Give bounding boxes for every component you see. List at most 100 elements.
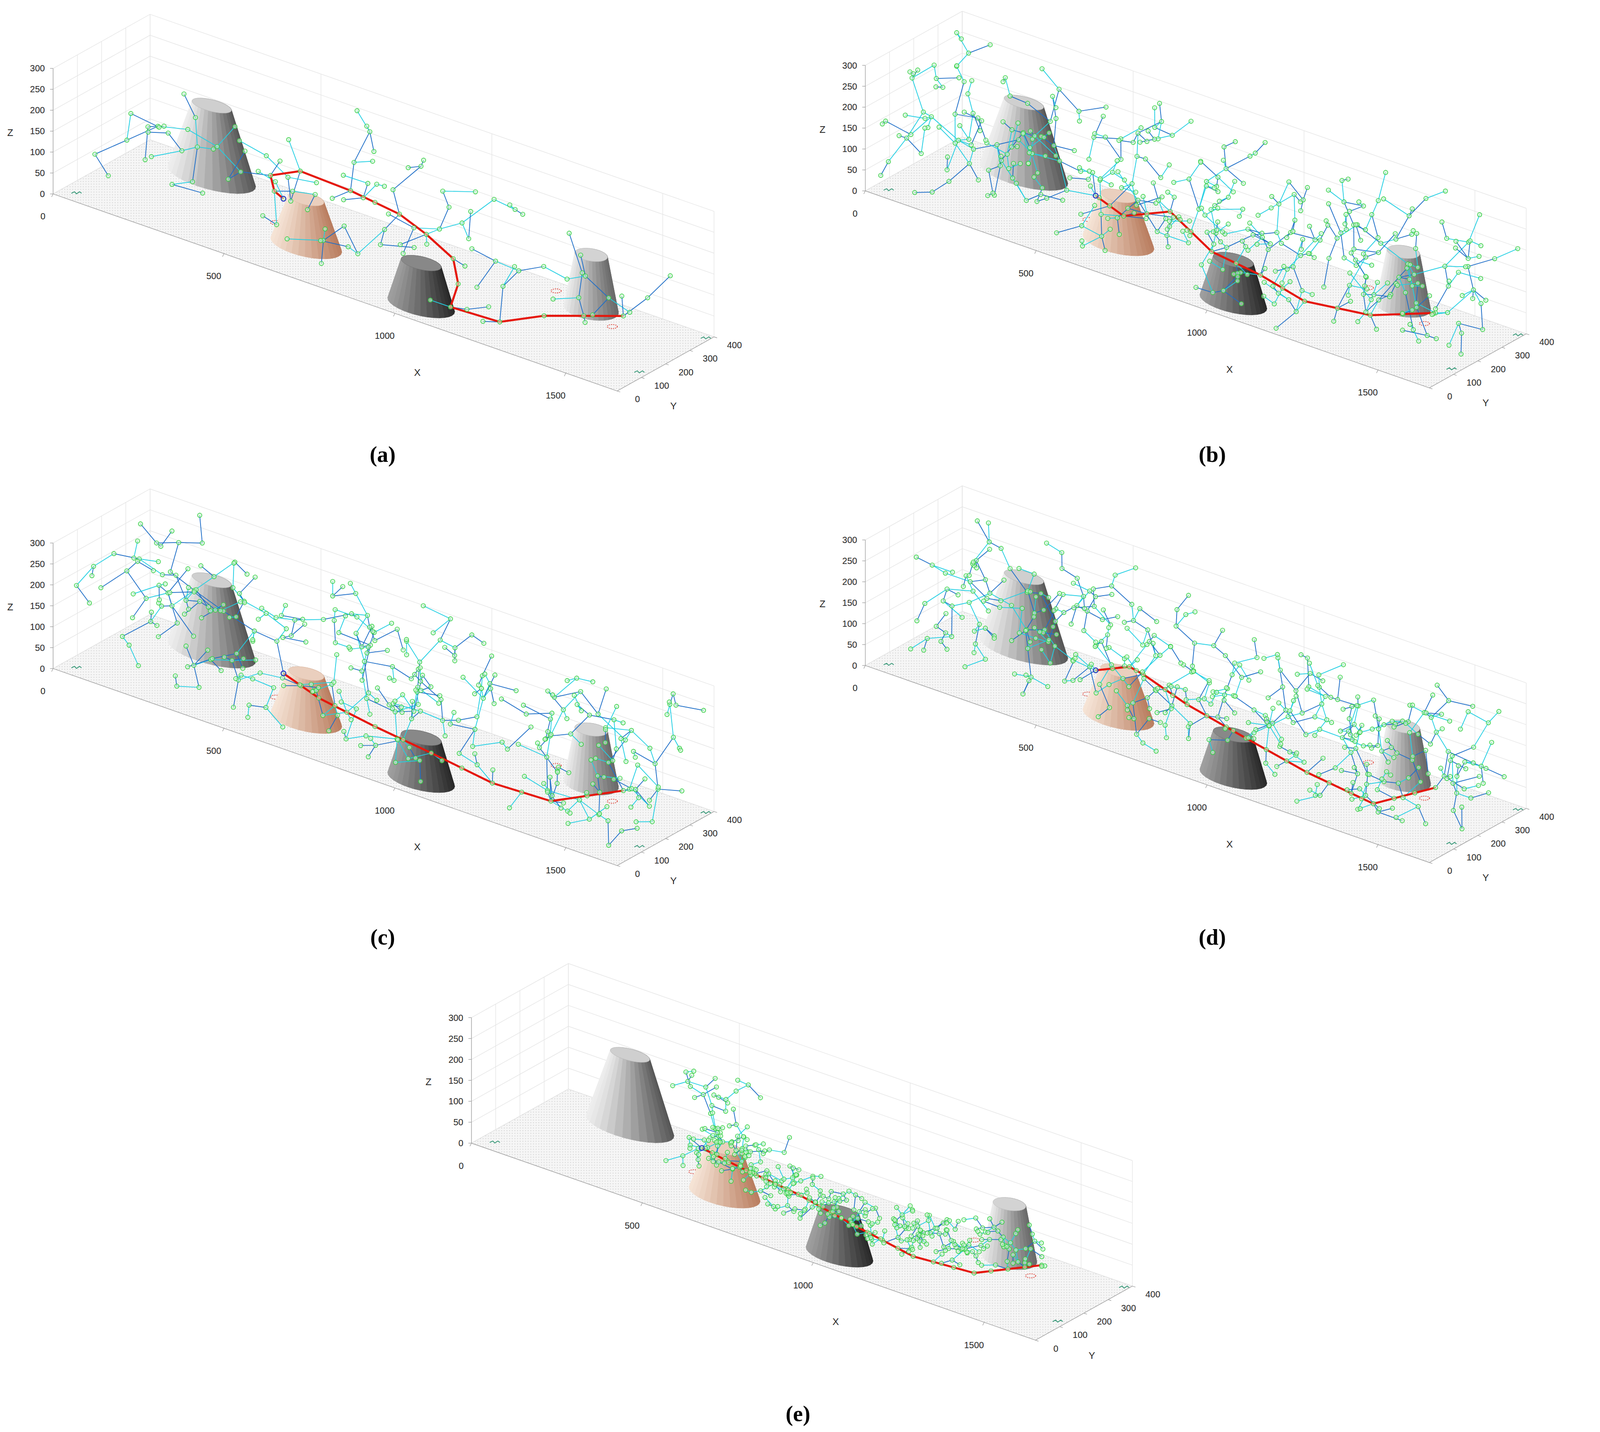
tree-node xyxy=(1001,119,1006,124)
tree-node xyxy=(886,159,891,165)
tree-node xyxy=(366,690,371,695)
tree-node xyxy=(1199,262,1204,267)
tree-node xyxy=(1400,328,1405,333)
tree-node xyxy=(1302,299,1307,304)
tree-node xyxy=(1410,206,1415,212)
tree-node xyxy=(576,295,582,300)
tree-node xyxy=(1378,241,1383,246)
tree-node xyxy=(907,69,913,74)
tree-node xyxy=(1025,101,1030,106)
tick-mark xyxy=(689,350,694,352)
tree-node xyxy=(983,138,989,143)
tree-edge xyxy=(614,719,617,749)
tree-node xyxy=(1116,138,1122,143)
tree-node xyxy=(252,628,257,633)
tree-node xyxy=(318,238,324,243)
tick-mark xyxy=(689,824,694,826)
tree-node xyxy=(1103,135,1108,140)
tree-edge xyxy=(458,716,477,721)
tree-node xyxy=(1028,128,1033,134)
tree-node xyxy=(1326,188,1331,193)
tree-node xyxy=(268,173,273,178)
tree-node xyxy=(1299,246,1304,252)
tree-edge xyxy=(1441,221,1447,239)
tree-node xyxy=(1223,166,1229,171)
tree-node xyxy=(370,159,375,164)
tree-node xyxy=(1420,283,1425,289)
tree-node xyxy=(161,123,167,129)
tree-node xyxy=(1224,245,1229,250)
tree-node xyxy=(970,110,976,116)
tree-node xyxy=(878,173,883,178)
tree-node xyxy=(1339,178,1345,183)
tree-node xyxy=(1064,188,1070,193)
tree-node xyxy=(1215,219,1220,225)
tree-node xyxy=(915,67,920,73)
tree-node xyxy=(1152,136,1157,142)
tree-node xyxy=(1356,199,1362,205)
tree-node xyxy=(1286,297,1292,302)
tree-node xyxy=(912,190,918,195)
tree-node xyxy=(1208,207,1214,212)
tree-node xyxy=(1202,213,1208,218)
tree-node xyxy=(272,188,277,194)
tree-edge xyxy=(1468,266,1474,290)
tree-node xyxy=(418,164,424,169)
tree-node xyxy=(1204,183,1209,189)
tree-node xyxy=(200,190,206,196)
tree-node xyxy=(1038,192,1043,197)
tree-node xyxy=(1121,213,1126,219)
tree-node xyxy=(1326,201,1331,206)
tree-edge xyxy=(1294,194,1296,221)
tree-node xyxy=(353,631,359,636)
tick-mark xyxy=(617,865,621,867)
tree-node xyxy=(1171,215,1176,220)
tree-node xyxy=(274,638,279,644)
tree-edge xyxy=(76,585,90,603)
tree-node xyxy=(966,50,971,56)
tree-node xyxy=(1167,218,1172,224)
tree-node xyxy=(1234,261,1239,266)
tree-node xyxy=(474,284,480,290)
tree-node xyxy=(473,189,478,194)
tree-node xyxy=(1288,279,1293,284)
tree-node xyxy=(1415,265,1420,270)
tree-edge xyxy=(213,562,235,577)
terrain-point-cloud xyxy=(53,614,714,866)
tree-node xyxy=(1024,198,1029,203)
tree-node xyxy=(1144,216,1149,221)
tree-node xyxy=(214,144,220,149)
tree-node xyxy=(352,160,357,165)
tree-edge xyxy=(483,674,495,698)
tree-node xyxy=(211,147,216,152)
tree-node xyxy=(1122,177,1127,183)
tree-node xyxy=(181,91,187,97)
tree-node xyxy=(1273,268,1278,274)
tree-node xyxy=(1034,199,1040,204)
tree-edge xyxy=(332,593,356,596)
tree-node xyxy=(922,125,928,131)
tree-node xyxy=(1483,298,1489,303)
tree-node xyxy=(1300,237,1305,242)
tree-node xyxy=(541,264,546,269)
tree-node xyxy=(1067,175,1073,181)
tree-node xyxy=(1353,222,1358,227)
tree-node xyxy=(1319,231,1324,236)
tree-edge xyxy=(132,598,147,618)
tree-edge xyxy=(356,110,370,132)
tree-node xyxy=(1053,153,1059,159)
tree-node xyxy=(106,173,111,178)
tree-node xyxy=(1027,150,1032,156)
tree-node xyxy=(1270,283,1276,289)
tree-edge xyxy=(156,542,179,543)
tree-node xyxy=(341,172,346,178)
tree-edge xyxy=(288,139,301,172)
tree-edge xyxy=(657,788,682,791)
tree-node xyxy=(1361,291,1366,297)
tree-node xyxy=(401,251,406,256)
tree-node xyxy=(190,179,195,185)
tree-node xyxy=(386,211,391,217)
tree-node xyxy=(1471,287,1476,292)
tree-node xyxy=(277,158,283,164)
tree-node xyxy=(549,793,555,798)
